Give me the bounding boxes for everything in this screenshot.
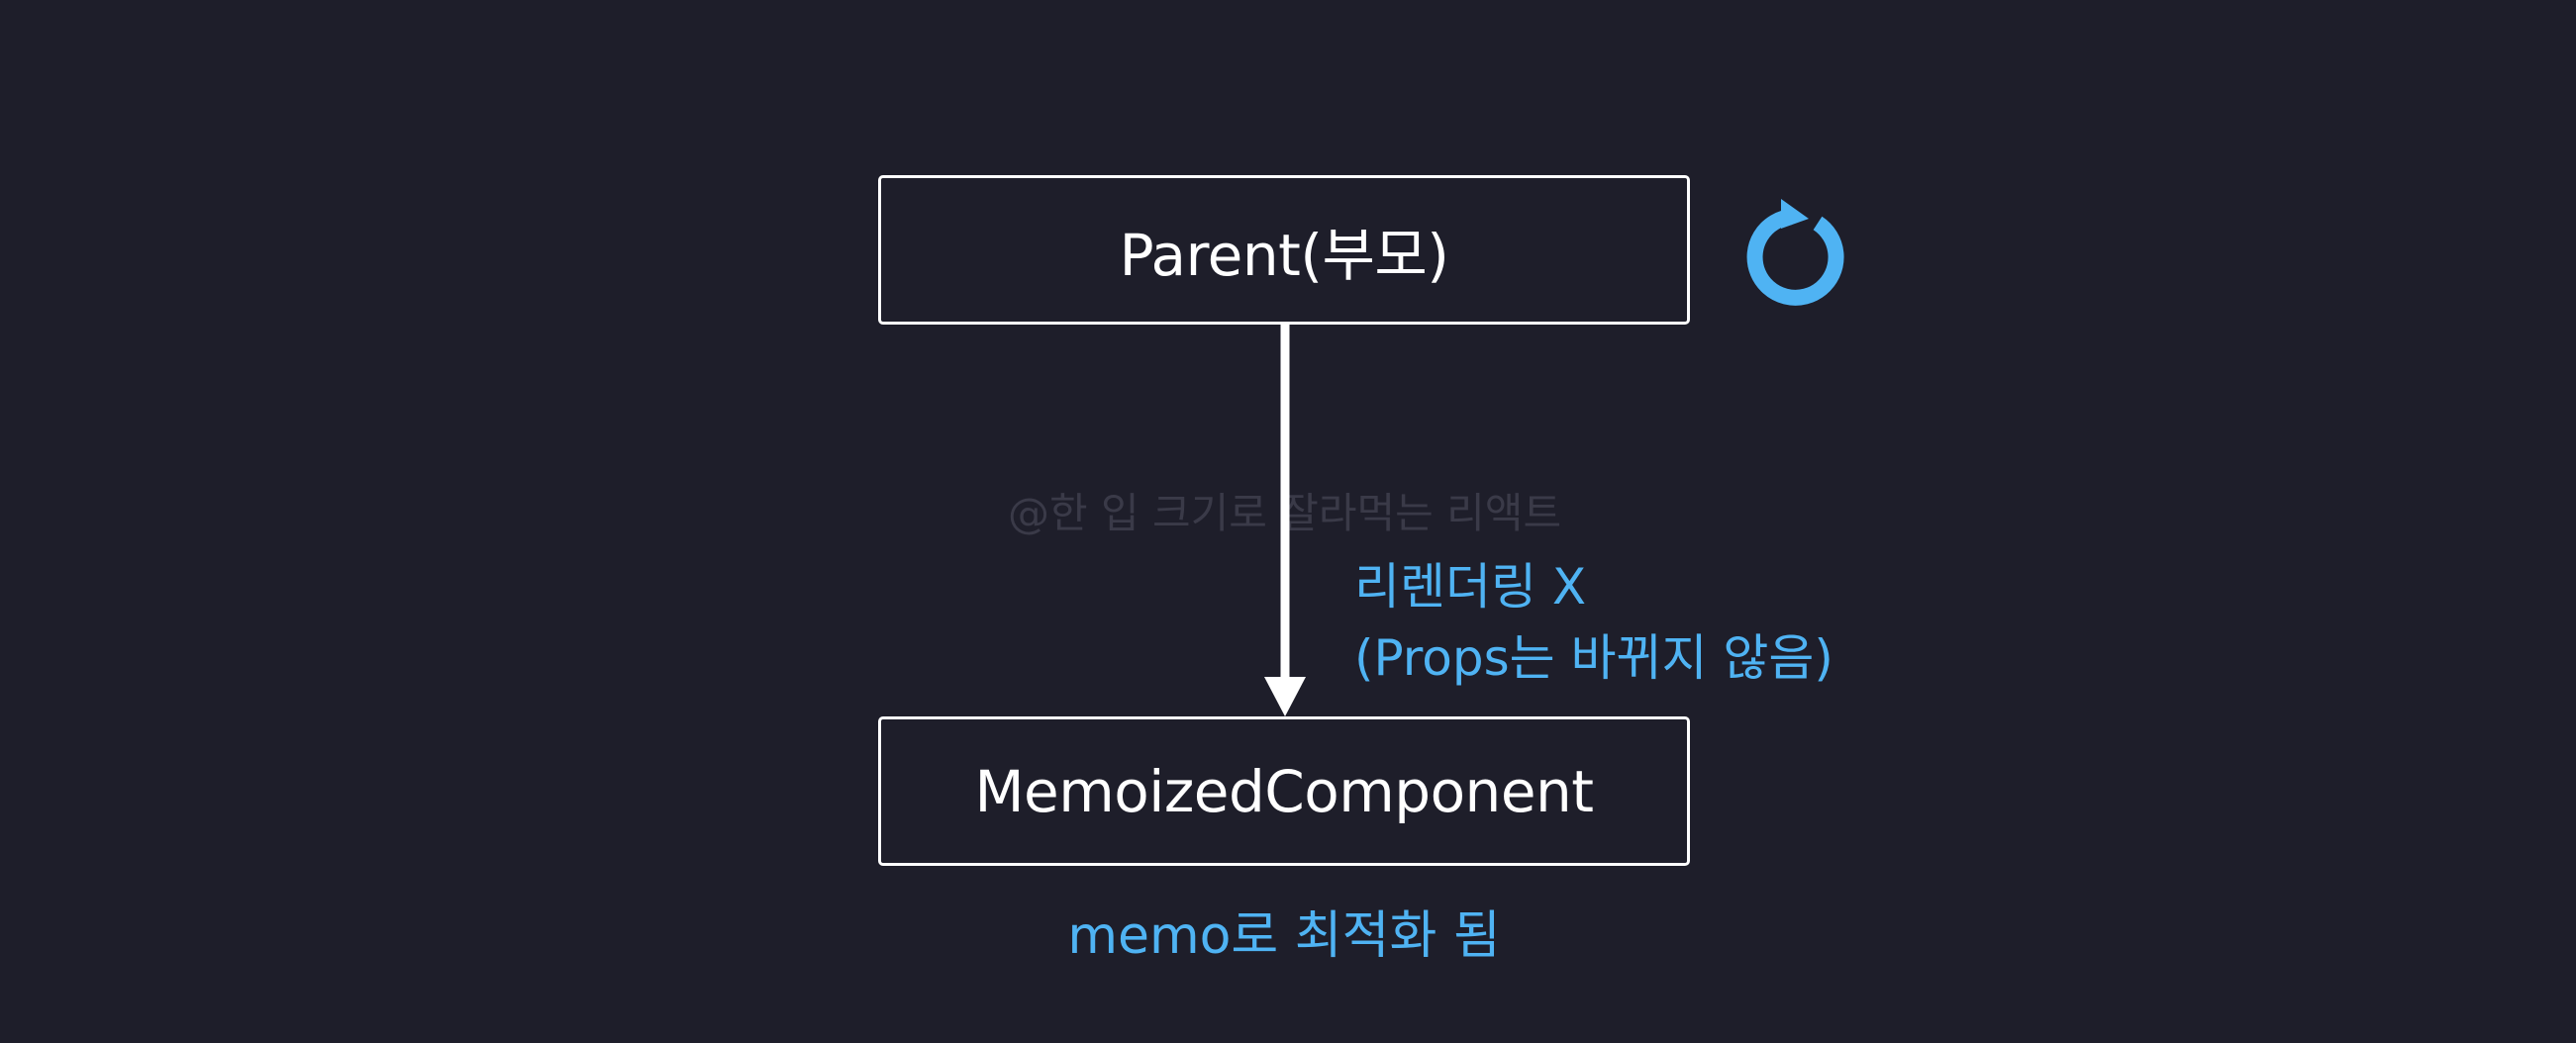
rerender-note: 리렌더링 X (Props는 바뀌지 않음)	[1354, 551, 1833, 694]
refresh-icon	[1746, 199, 1844, 306]
memoized-component-label: MemoizedComponent	[974, 757, 1595, 825]
rerender-note-line2: (Props는 바뀌지 않음)	[1354, 629, 1833, 687]
parent-node-label: Parent(부모)	[1119, 221, 1449, 289]
rerender-note-line1: 리렌더링 X	[1354, 558, 1587, 616]
memo-caption: memo로 최적화 됨	[1067, 906, 1501, 966]
arrow-head	[1264, 677, 1306, 716]
memoized-component-node: MemoizedComponent	[878, 716, 1690, 866]
parent-node: Parent(부모)	[878, 175, 1690, 325]
